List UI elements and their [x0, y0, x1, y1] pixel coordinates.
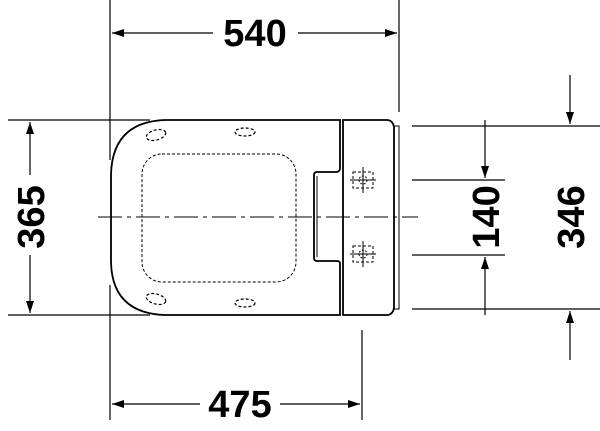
dimension-label-475: 475	[208, 384, 271, 426]
dimension-label-540: 540	[223, 13, 286, 55]
bumper-icon	[145, 128, 167, 142]
fixing-point-icon	[350, 241, 376, 267]
bumper-icon	[145, 292, 167, 306]
bumper-icon	[234, 127, 256, 137]
dimension-label-140: 140	[466, 185, 508, 248]
dimension-label-365: 365	[11, 185, 53, 248]
seat-outline	[110, 119, 341, 316]
seat-opening-dashed	[141, 153, 297, 283]
hinge-cover-edge	[393, 125, 400, 310]
fixing-point-icon	[350, 167, 376, 193]
bumper-icon	[234, 298, 256, 308]
dimension-label-346: 346	[551, 185, 593, 248]
